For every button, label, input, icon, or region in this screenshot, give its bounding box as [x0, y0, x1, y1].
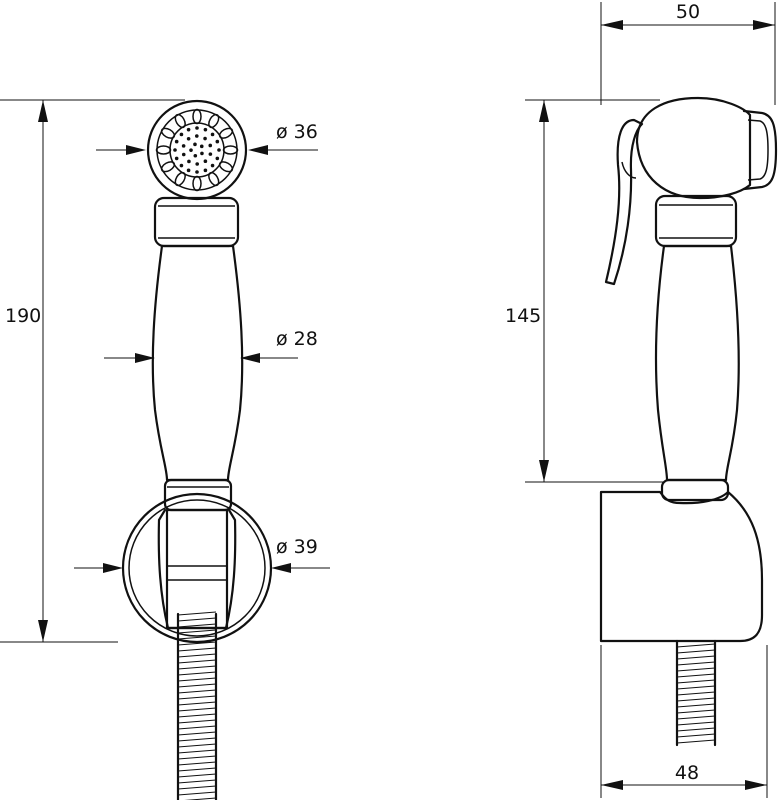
handle-body	[151, 244, 244, 482]
dim-handle-diameter: ø 28	[104, 328, 318, 363]
spray-head-side	[635, 96, 778, 200]
dim-head-diameter: ø 36	[96, 121, 318, 155]
dim-handle-diameter-label: ø 28	[276, 328, 318, 350]
lower-collar-side	[660, 478, 730, 502]
dim-bottom-width: 48	[600, 645, 768, 798]
handle-side	[654, 244, 740, 482]
dim-total-height-label: 190	[5, 305, 41, 327]
front-view: 190 ø 36 ø 28	[0, 99, 330, 800]
nozzle-ring	[155, 108, 239, 192]
upper-collar	[153, 196, 240, 248]
dim-side-height-label: 145	[505, 305, 541, 327]
trigger-lever	[604, 118, 644, 286]
dim-bottom-width-label: 48	[675, 762, 699, 784]
dim-head-diameter-label: ø 36	[276, 121, 318, 143]
side-view: 50 145	[505, 1, 778, 798]
dim-top-width-label: 50	[676, 1, 700, 23]
hose-side	[675, 639, 717, 747]
hose-front	[176, 611, 218, 800]
nozzle-holes	[173, 126, 221, 174]
spray-head	[146, 99, 248, 201]
dim-side-height: 145	[505, 99, 665, 483]
dim-holder-diameter: ø 39	[74, 536, 330, 573]
dim-total-height: 190	[0, 99, 185, 643]
wall-holder-side	[599, 490, 764, 643]
dim-holder-diameter-label: ø 39	[276, 536, 318, 558]
dim-top-width: 50	[600, 1, 776, 105]
